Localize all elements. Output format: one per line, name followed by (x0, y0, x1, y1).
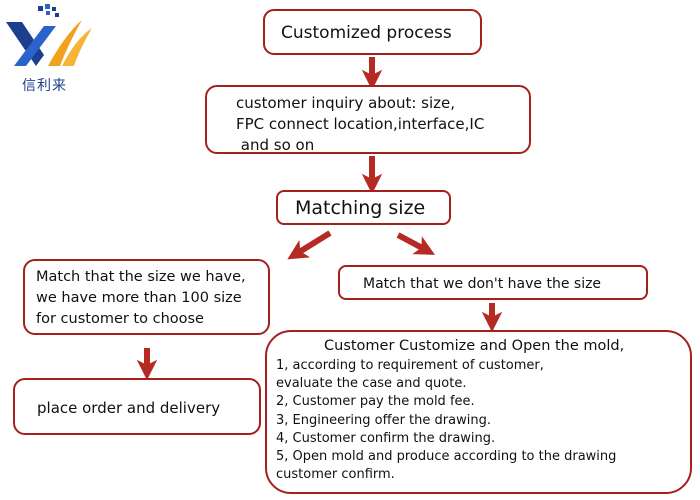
customized-process-label: Customized process (281, 23, 452, 43)
size-available-box: Match that the size we have, we have mor… (23, 259, 270, 335)
size-unavailable-label: Match that we don't have the size (363, 276, 602, 292)
arrow-matching-to-have (287, 230, 332, 260)
logo-text: 信利来 (22, 78, 67, 94)
matching-size-label: Matching size (295, 197, 426, 219)
company-logo: 信利来 (0, 0, 100, 95)
arrow-matching-to-dont-have (396, 232, 435, 255)
order-delivery-label: place order and delivery (37, 399, 221, 417)
customize-mold-title: Customer Customize and Open the mold, (324, 338, 625, 354)
size-available-text: Match that the size we have, we have mor… (36, 269, 246, 327)
customize-mold-steps: 1, according to requirement of customer,… (276, 358, 617, 483)
customer-inquiry-box: customer inquiry about: size, FPC connec… (205, 85, 531, 154)
customize-mold-box: Customer Customize and Open the mold, 1,… (265, 330, 692, 494)
logo-mark-icon (6, 4, 92, 66)
size-unavailable-box: Match that we don't have the size (338, 265, 648, 300)
customer-inquiry-text: customer inquiry about: size, FPC connec… (236, 94, 485, 154)
matching-size-box: Matching size (276, 190, 451, 225)
customized-process-box: Customized process (263, 9, 482, 55)
order-delivery-box: place order and delivery (13, 378, 261, 435)
